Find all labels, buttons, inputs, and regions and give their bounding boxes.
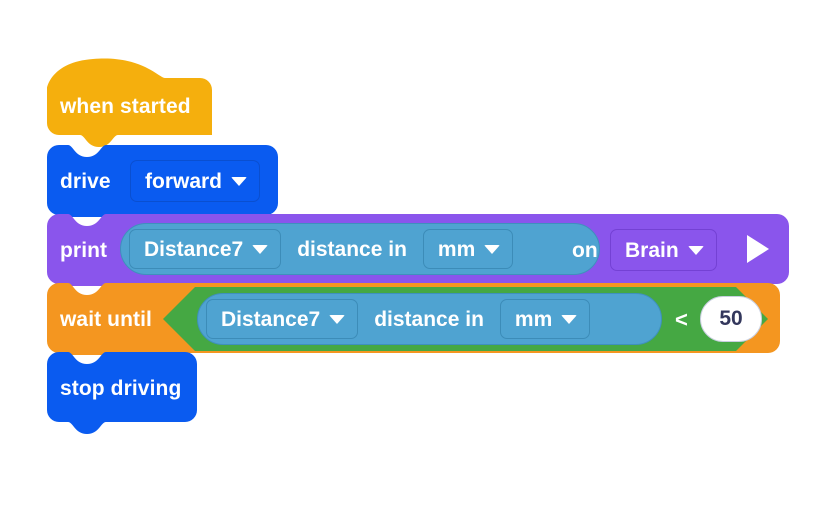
block-wait-until[interactable]: wait until Distance7 distance in mm < 50 xyxy=(47,283,780,355)
unit-value-wait: mm xyxy=(514,307,553,331)
block-when-started[interactable]: when started xyxy=(47,50,212,147)
stop-driving-shape xyxy=(47,352,197,434)
distance-in-text-wait: distance in xyxy=(374,307,484,331)
print-target-dropdown[interactable]: Brain xyxy=(610,229,717,271)
chevron-down-icon xyxy=(484,244,501,254)
drive-direction-dropdown[interactable]: forward xyxy=(130,160,261,202)
sensor-dropdown-wait[interactable]: Distance7 xyxy=(206,299,359,339)
unit-dropdown-print[interactable]: mm xyxy=(422,229,514,269)
print-label: print xyxy=(60,239,108,262)
sensor-dropdown-print[interactable]: Distance7 xyxy=(129,229,282,269)
print-target-value: Brain xyxy=(625,238,679,262)
chevron-down-icon xyxy=(231,176,248,186)
play-arrow-icon[interactable] xyxy=(747,235,769,263)
unit-value-print: mm xyxy=(437,237,476,261)
sensor-name-wait: Distance7 xyxy=(221,307,321,331)
distance-reporter-print[interactable]: Distance7 distance in mm xyxy=(120,223,600,275)
drive-label: drive xyxy=(60,170,111,193)
print-on-text: on xyxy=(572,239,598,262)
less-than-operator-block[interactable]: Distance7 distance in mm < 50 xyxy=(163,287,768,351)
block-print[interactable]: print Distance7 distance in mm on Brain xyxy=(47,214,789,286)
distance-reporter-wait[interactable]: Distance7 distance in mm xyxy=(197,293,662,345)
chevron-down-icon xyxy=(252,244,269,254)
stop-driving-label: stop driving xyxy=(60,377,182,400)
when-started-shape xyxy=(47,58,212,147)
block-stop-driving[interactable]: stop driving xyxy=(47,352,197,442)
threshold-number-input[interactable]: 50 xyxy=(700,296,762,342)
distance-in-text-print: distance in xyxy=(297,237,407,261)
drive-direction-value: forward xyxy=(145,169,223,193)
operator-symbol: < xyxy=(675,307,688,332)
when-started-label: when started xyxy=(60,95,191,118)
chevron-down-icon xyxy=(329,314,346,324)
wait-until-label: wait until xyxy=(60,308,152,331)
chevron-down-icon xyxy=(687,245,704,255)
unit-dropdown-wait[interactable]: mm xyxy=(499,299,591,339)
chevron-down-icon xyxy=(561,314,578,324)
sensor-name-print: Distance7 xyxy=(144,237,244,261)
block-drive[interactable]: drive forward xyxy=(47,145,278,217)
